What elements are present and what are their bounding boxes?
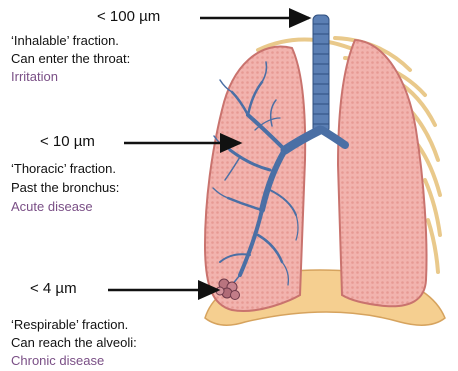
- left-lung: [338, 40, 427, 306]
- effect-inhalable: Irritation: [11, 68, 58, 85]
- right-lung: [205, 47, 305, 311]
- reach-respirable: Can reach the alveoli:: [11, 334, 137, 351]
- fraction-thoracic: ‘Thoracic’ fraction.: [11, 160, 116, 177]
- size-respirable: < 4 µm: [30, 280, 77, 297]
- reach-thoracic: Past the bronchus:: [11, 179, 119, 196]
- size-thoracic: < 10 µm: [40, 133, 95, 150]
- fraction-respirable: ‘Respirable’ fraction.: [11, 316, 128, 333]
- fraction-inhalable: ‘Inhalable’ fraction.: [11, 32, 119, 49]
- reach-inhalable: Can enter the throat:: [11, 50, 130, 67]
- size-inhalable: < 100 µm: [97, 8, 160, 25]
- trachea: [313, 15, 329, 133]
- effect-respirable: Chronic disease: [11, 352, 104, 369]
- effect-thoracic: Acute disease: [11, 198, 93, 215]
